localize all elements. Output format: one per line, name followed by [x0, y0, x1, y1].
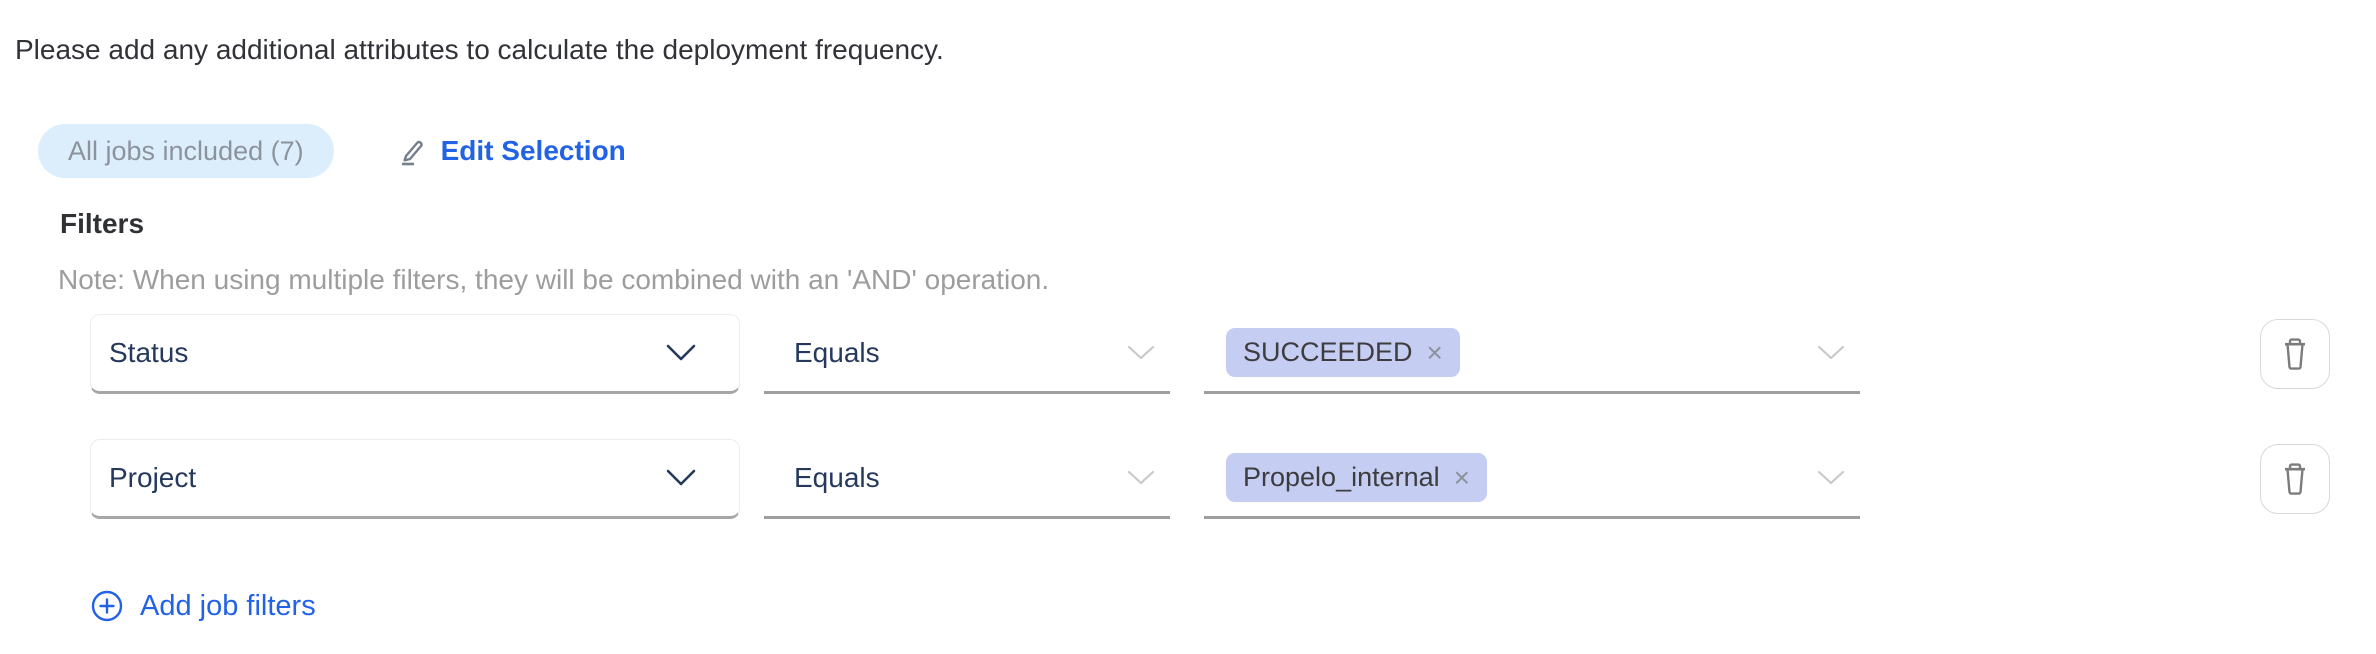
trash-icon	[2278, 461, 2312, 497]
trash-icon	[2278, 336, 2312, 372]
jobs-included-badge: All jobs included (7)	[38, 124, 334, 178]
operator-select-value: Equals	[794, 336, 880, 368]
operator-select[interactable]: Equals	[764, 439, 1170, 519]
chevron-down-icon	[1816, 344, 1846, 362]
edit-selection-label: Edit Selection	[440, 135, 626, 166]
attribute-select-value: Project	[109, 462, 197, 493]
selected-value-tag: SUCCEEDED ×	[1226, 328, 1460, 377]
delete-filter-button[interactable]	[2260, 444, 2330, 514]
chevron-down-icon	[665, 468, 697, 488]
filter-row: Status Equals SUCCEEDED ×	[90, 314, 2330, 394]
pencil-icon	[396, 135, 428, 167]
delete-filter-button[interactable]	[2260, 319, 2330, 389]
selected-value-label: Propelo_internal	[1243, 462, 1440, 492]
add-job-filters-link[interactable]: Add job filters	[90, 589, 316, 623]
operator-select-value: Equals	[794, 461, 880, 493]
add-job-filters-label: Add job filters	[140, 589, 316, 622]
intro-text: Please add any additional attributes to …	[15, 34, 944, 65]
plus-circle-icon	[90, 589, 124, 623]
chevron-down-icon	[1816, 469, 1846, 487]
value-multiselect[interactable]: SUCCEEDED ×	[1204, 314, 1860, 394]
filters-heading: Filters	[60, 208, 145, 239]
chevron-down-icon	[665, 343, 697, 363]
remove-value-icon[interactable]: ×	[1453, 461, 1470, 493]
value-multiselect[interactable]: Propelo_internal ×	[1204, 439, 1860, 519]
attribute-select[interactable]: Status	[90, 314, 740, 394]
attribute-select[interactable]: Project	[90, 439, 740, 519]
chevron-down-icon	[1126, 469, 1156, 487]
attribute-select-value: Status	[109, 337, 189, 368]
operator-select[interactable]: Equals	[764, 314, 1170, 394]
selected-value-tag: Propelo_internal ×	[1226, 453, 1487, 502]
deployment-frequency-filters-panel: Please add any additional attributes to …	[0, 32, 2376, 654]
selected-value-label: SUCCEEDED	[1243, 337, 1413, 367]
edit-selection-link[interactable]: Edit Selection	[396, 135, 626, 167]
filters-note: Note: When using multiple filters, they …	[58, 264, 1050, 295]
filter-row: Project Equals Propelo_internal ×	[90, 439, 2330, 519]
chevron-down-icon	[1126, 344, 1156, 362]
remove-value-icon[interactable]: ×	[1426, 336, 1443, 368]
jobs-summary-row: All jobs included (7) Edit Selection	[38, 124, 2376, 178]
